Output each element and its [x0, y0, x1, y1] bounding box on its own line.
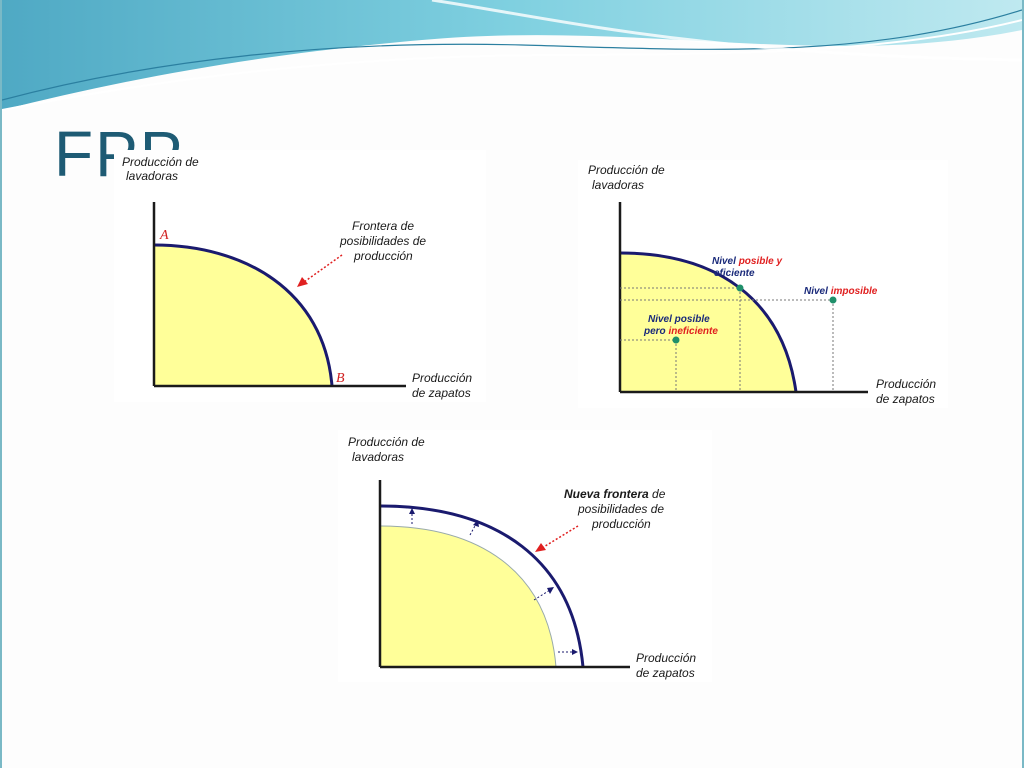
- feasible-region: [380, 526, 556, 667]
- x-axis-label: Producción: [412, 371, 472, 385]
- x-axis-label-2: de zapatos: [636, 666, 695, 680]
- inefficient-label-2: pero ineficiente: [643, 326, 718, 337]
- guide-lines: [620, 287, 834, 392]
- inefficient-point: [672, 336, 680, 344]
- diagram-ppf-levels: Producción de lavadoras Producción de za…: [578, 160, 948, 408]
- ppf-curve: [153, 243, 334, 387]
- annotation-frontier-3: producción: [353, 249, 413, 263]
- y-axis-label: Producción de: [348, 435, 425, 449]
- x-axis-label-2: de zapatos: [876, 392, 935, 406]
- y-axis-label-2: lavadoras: [592, 178, 644, 192]
- annotation-arrow: [303, 254, 343, 283]
- impossible-point: [829, 296, 837, 304]
- feasible-region: [154, 245, 332, 386]
- annotation-frontier: Frontera de: [352, 219, 414, 233]
- point-a-label: A: [159, 228, 169, 243]
- x-axis-label: Producción: [636, 651, 696, 665]
- annotation-frontier-2: posibilidades de: [339, 234, 426, 248]
- annotation-arrow: [541, 525, 579, 549]
- impossible-label: Nivel imposible: [804, 286, 878, 297]
- y-axis-label: Producción de: [588, 163, 665, 177]
- y-axis-label: Producción de: [122, 155, 199, 169]
- annotation-new-frontier: Nueva frontera de: [564, 487, 666, 501]
- annotation-arrowhead: [297, 277, 308, 287]
- x-axis-label-2: de zapatos: [412, 386, 471, 400]
- efficient-point: [736, 284, 744, 292]
- x-axis-label: Producción: [876, 377, 936, 391]
- annotation-arrowhead: [535, 543, 546, 552]
- y-axis-label-2: lavadoras: [352, 450, 404, 464]
- point-b-label: B: [336, 371, 345, 386]
- shift-arrowheads: [409, 508, 578, 655]
- diagram-ppf-shift: Producción de lavadoras Producción de za…: [338, 430, 712, 682]
- new-ppf-curve: [379, 504, 585, 668]
- inefficient-label: Nivel posible: [648, 314, 710, 325]
- decorative-wave-banner: [2, 0, 1022, 111]
- y-axis-label-2: lavadoras: [126, 169, 178, 183]
- efficient-label: Nivel posible y: [712, 256, 782, 267]
- annotation-new-frontier-3: producción: [591, 517, 651, 531]
- diagram-ppf-basic: Producción de lavadoras Producción de za…: [114, 150, 486, 402]
- efficient-label-2: eficiente: [714, 268, 755, 279]
- original-ppf-curve: [379, 525, 557, 668]
- annotation-new-frontier-2: posibilidades de: [577, 502, 664, 516]
